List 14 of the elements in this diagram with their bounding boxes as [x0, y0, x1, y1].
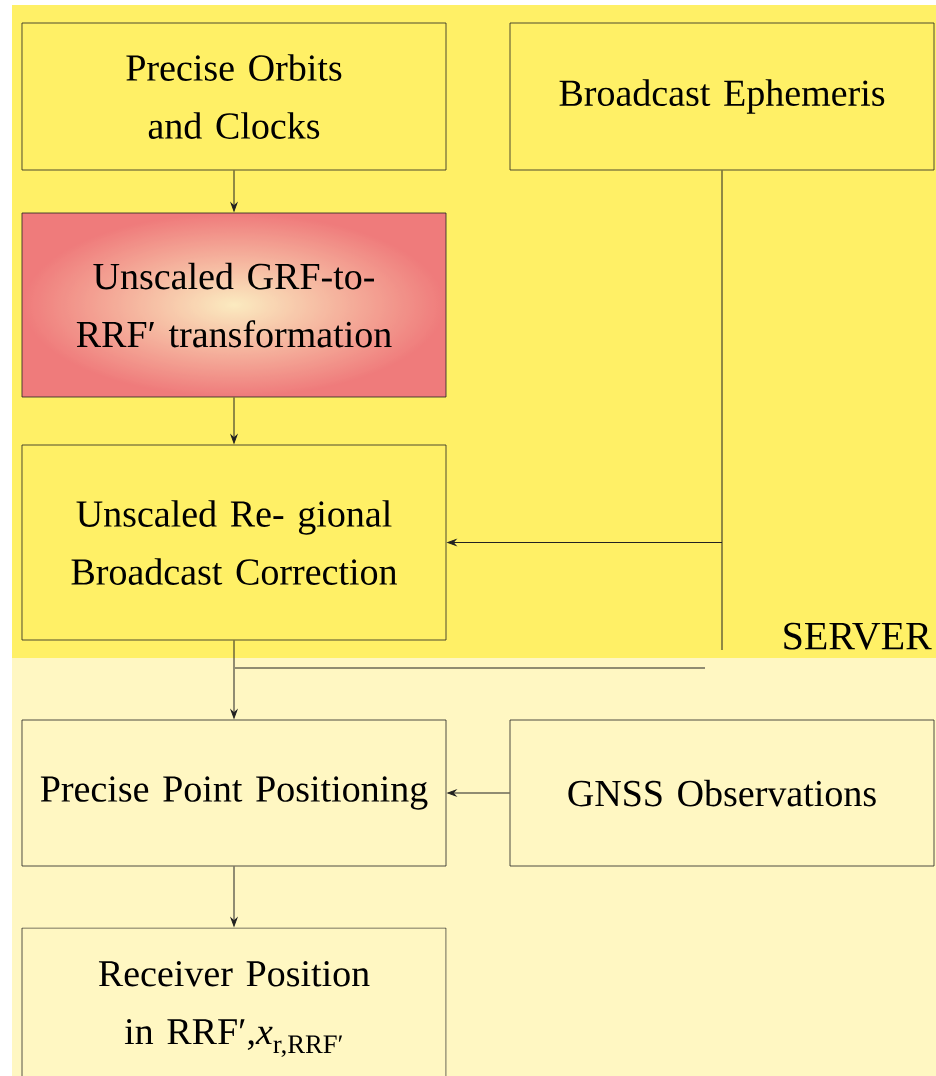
- arrow: [230, 169, 238, 212]
- arrow: [230, 865, 238, 927]
- process-box: Precise Point Positioning: [21, 719, 447, 867]
- arrow: [447, 789, 511, 797]
- arrow: [230, 396, 238, 444]
- arrow: [230, 639, 238, 719]
- process-box: Receiver Position in RRF′,x$_{r,RRF′}$: [21, 927, 447, 1076]
- process-box: Broadcast Ephemeris: [509, 22, 935, 171]
- region-label: SERVER: [784, 622, 932, 650]
- process-box: Unscaled Re- gional Broadcast Correction: [21, 444, 447, 641]
- transformation-box: Unscaled GRF-to-RRF′ transformation: [21, 212, 447, 398]
- process-box: Precise Orbits and Clocks: [21, 22, 447, 171]
- process-box: GNSS Observations: [509, 719, 935, 867]
- arrow: [447, 169, 723, 651]
